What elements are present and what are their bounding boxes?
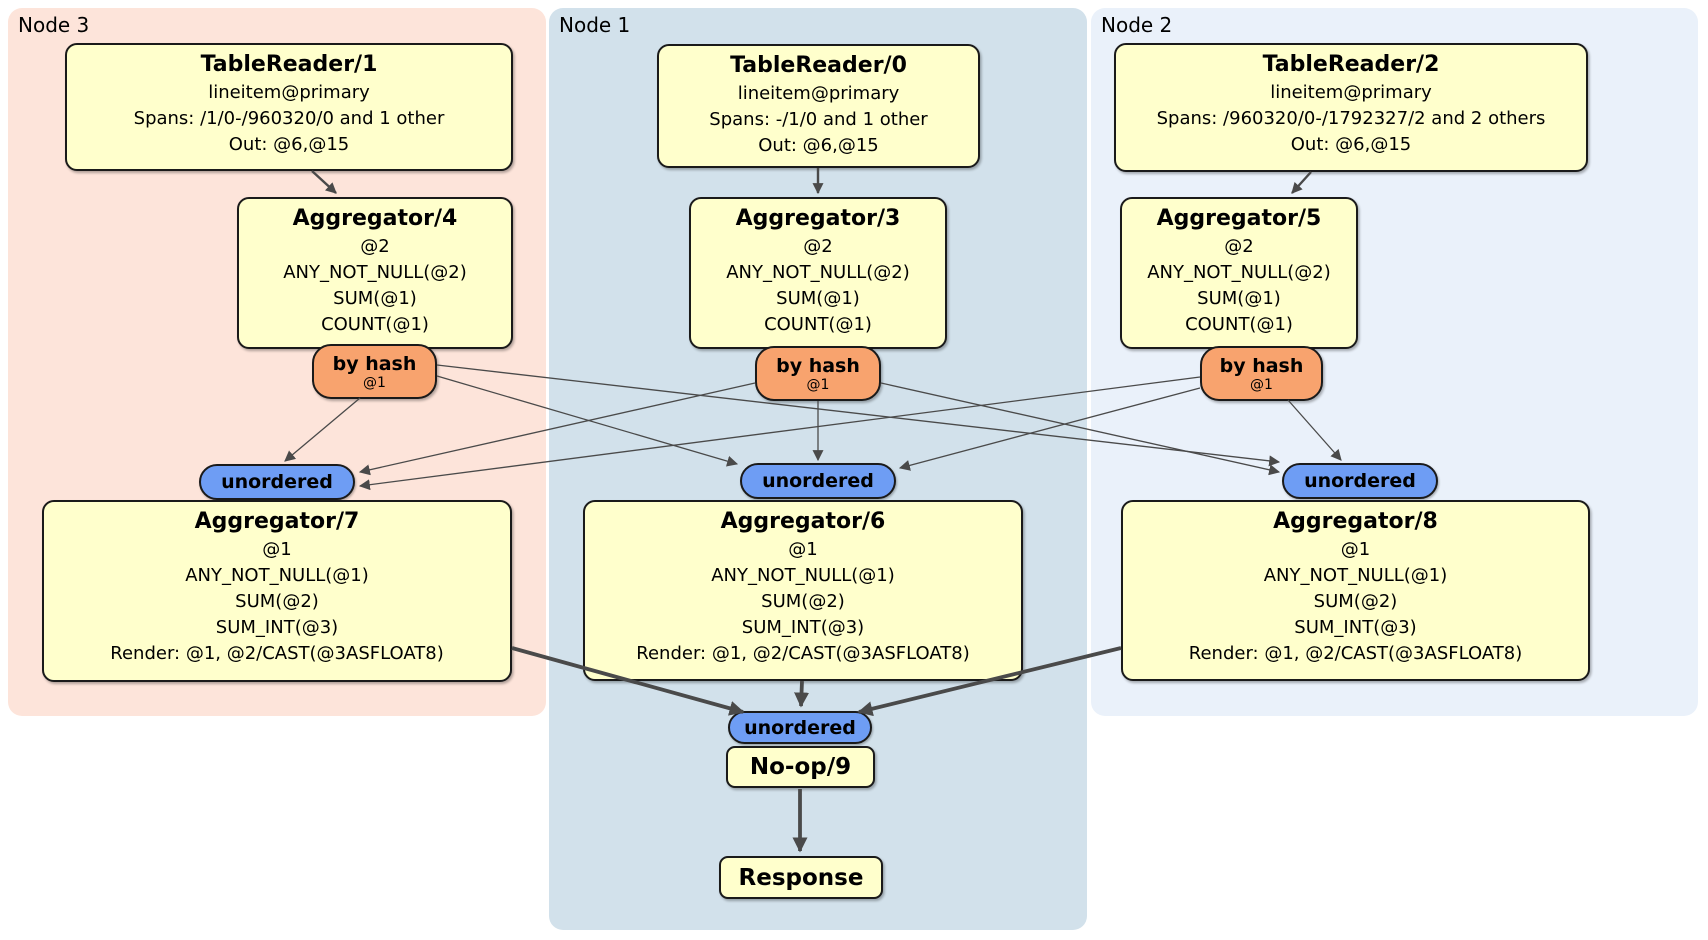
- processor-aggregator-4-detail: SUM(@1): [333, 288, 417, 309]
- processor-aggregator-6-title: Aggregator/6: [720, 509, 886, 534]
- router-by-hash-node2-sub: @1: [1250, 376, 1273, 393]
- processor-no-op-9-title: No-op/9: [749, 754, 852, 780]
- sync-unordered-node3-title: unordered: [221, 471, 333, 493]
- processor-aggregator-5-detail: COUNT(@1): [1185, 314, 1293, 335]
- processor-tablereader-0-detail: Spans: -/1/0 and 1 other: [709, 109, 928, 130]
- processor-tablereader-0-detail: lineitem@primary: [737, 83, 900, 104]
- processor-aggregator-4-title: Aggregator/4: [292, 206, 458, 231]
- processor-tablereader-2-detail: Spans: /960320/0-/1792327/2 and 2 others: [1156, 108, 1546, 129]
- processor-response: Response: [719, 856, 883, 899]
- processor-aggregator-8-detail: SUM_INT(@3): [1294, 617, 1417, 638]
- processor-aggregator-3-detail: SUM(@1): [776, 288, 860, 309]
- router-by-hash-node1-title: by hash: [776, 354, 860, 377]
- processor-aggregator-8-detail: SUM(@2): [1313, 591, 1398, 612]
- processor-aggregator-3-detail: COUNT(@1): [764, 314, 872, 335]
- processor-aggregator-7-detail: ANY_NOT_NULL(@1): [185, 565, 369, 586]
- processor-aggregator-7-title: Aggregator/7: [194, 509, 360, 534]
- processor-aggregator-8-detail: ANY_NOT_NULL(@1): [1263, 565, 1448, 586]
- processor-aggregator-3-detail: ANY_NOT_NULL(@2): [726, 262, 910, 283]
- processor-aggregator-5-detail: ANY_NOT_NULL(@2): [1147, 262, 1331, 283]
- processor-aggregator-6-detail: SUM(@2): [761, 591, 845, 612]
- processor-aggregator-5-detail: @2: [1224, 236, 1254, 257]
- processor-tablereader-2-detail: lineitem@primary: [1270, 82, 1432, 103]
- processor-aggregator-8-detail: @1: [1340, 539, 1371, 560]
- processor-aggregator-7-detail: SUM_INT(@3): [215, 617, 339, 638]
- processor-no-op-9: No-op/9: [726, 746, 875, 788]
- router-by-hash-node3-title: by hash: [332, 352, 417, 375]
- processor-aggregator-7-detail: @1: [262, 539, 292, 560]
- processor-tablereader-1-detail: lineitem@primary: [208, 82, 370, 103]
- processor-aggregator-5-detail: SUM(@1): [1197, 288, 1281, 309]
- sync-unordered-node2: unordered: [1282, 463, 1438, 499]
- processor-aggregator-8-title: Aggregator/8: [1273, 509, 1438, 534]
- router-by-hash-node1: by hash@1: [755, 346, 881, 401]
- processor-aggregator-4-detail: COUNT(@1): [321, 314, 429, 335]
- processor-response-title: Response: [738, 864, 864, 891]
- processor-tablereader-2-detail: Out: @6,@15: [1290, 134, 1412, 155]
- processor-aggregator-6-detail: Render: @1, @2/CAST(@3ASFLOAT8): [636, 643, 970, 664]
- processor-tablereader-1-title: TableReader/1: [200, 52, 378, 77]
- processor-tablereader-1-detail: Out: @6,@15: [228, 134, 350, 155]
- processor-aggregator-4-detail: ANY_NOT_NULL(@2): [283, 262, 467, 283]
- router-by-hash-node2-title: by hash: [1219, 354, 1304, 377]
- processor-aggregator-3-title: Aggregator/3: [735, 206, 901, 231]
- sync-unordered-node2-title: unordered: [1304, 470, 1416, 492]
- processor-aggregator-7-detail: SUM(@2): [235, 591, 319, 612]
- sync-unordered-final-title: unordered: [744, 716, 856, 739]
- processor-aggregator-7-detail: Render: @1, @2/CAST(@3ASFLOAT8): [110, 643, 444, 664]
- region-node1-label: Node 1: [559, 13, 631, 37]
- processor-tablereader-2-title: TableReader/2: [1262, 52, 1440, 77]
- processor-aggregator-6-detail: ANY_NOT_NULL(@1): [711, 565, 895, 586]
- region-node3-label: Node 3: [18, 13, 90, 37]
- router-by-hash-node3: by hash@1: [312, 344, 437, 399]
- processor-aggregator-8-detail: Render: @1, @2/CAST(@3ASFLOAT8): [1188, 643, 1523, 664]
- processor-aggregator-5-title: Aggregator/5: [1156, 206, 1322, 231]
- router-by-hash-node3-sub: @1: [363, 374, 386, 391]
- processor-aggregator-6-detail: @1: [788, 539, 818, 560]
- processor-aggregator-4-detail: @2: [360, 236, 390, 257]
- processor-tablereader-0-title: TableReader/0: [730, 53, 907, 78]
- sync-unordered-node1-title: unordered: [762, 470, 874, 492]
- processor-tablereader-0-detail: Out: @6,@15: [758, 135, 879, 156]
- sync-unordered-node3: unordered: [199, 464, 355, 500]
- router-by-hash-node1-sub: @1: [806, 376, 830, 393]
- sync-unordered-node1: unordered: [740, 463, 896, 499]
- processor-aggregator-3-detail: @2: [803, 236, 833, 257]
- sync-unordered-final: unordered: [728, 711, 872, 744]
- processor-aggregator-6-detail: SUM_INT(@3): [741, 617, 865, 638]
- router-by-hash-node2: by hash@1: [1200, 346, 1323, 401]
- region-node2-label: Node 2: [1101, 13, 1173, 37]
- processor-tablereader-1-detail: Spans: /1/0-/960320/0 and 1 other: [133, 108, 445, 129]
